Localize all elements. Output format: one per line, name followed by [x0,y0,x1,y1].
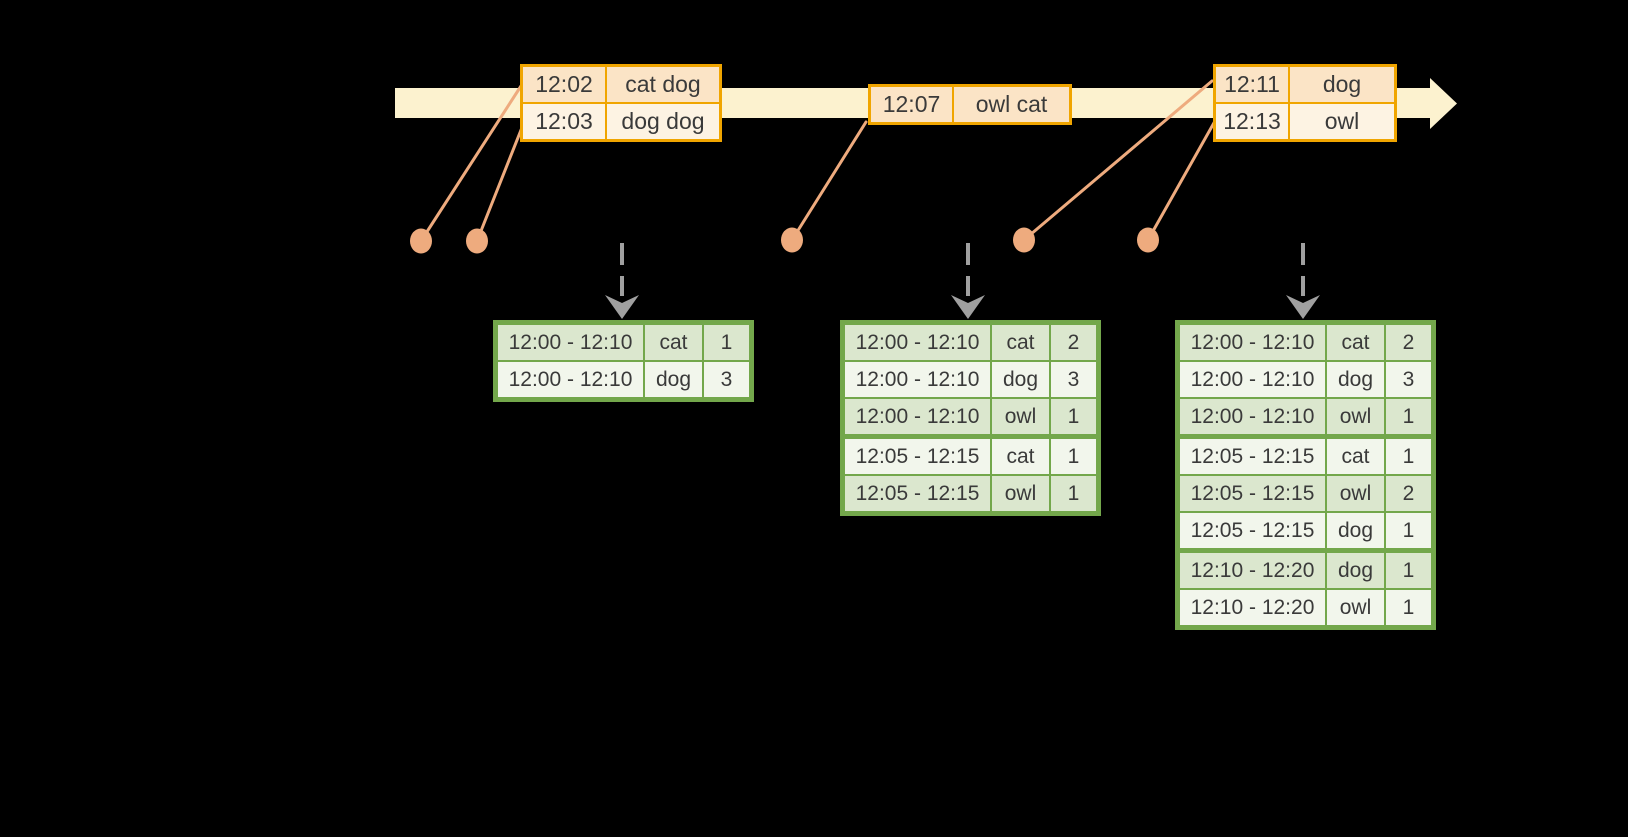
result-table-1: 12:00 - 12:10 cat 1 12:00 - 12:10 dog 3 [493,320,754,402]
word-cell: cat [990,439,1051,474]
result-table-2: 12:00 - 12:10 cat 2 12:00 - 12:10 dog 3 … [840,320,1101,516]
event-time: 12:13 [1216,104,1290,139]
trigger-arrowhead-icon [605,295,639,319]
word-cell: cat [1325,325,1386,360]
event-words: dog [1290,67,1394,102]
table-row: 12:05 - 12:15 dog 1 [1180,511,1431,548]
event-words: cat dog [607,67,719,102]
window-cell: 12:00 - 12:10 [845,325,990,360]
table-row: 12:10 - 12:20 owl 1 [1180,588,1431,625]
word-cell: cat [643,325,704,360]
event-row: 12:13 owl [1216,102,1394,139]
count-cell: 3 [704,362,749,397]
event-time: 12:11 [1216,67,1290,102]
table-row: 12:00 - 12:10 cat 2 [845,325,1096,360]
count-cell: 1 [1386,553,1431,588]
event-connector-line [1022,79,1214,242]
event-time: 12:07 [871,87,954,122]
table-row: 12:05 - 12:15 cat 1 [1180,434,1431,474]
count-cell: 1 [1051,476,1096,511]
count-cell: 2 [1051,325,1096,360]
trigger-arrowhead-icon [1286,295,1320,319]
table-row: 12:00 - 12:10 dog 3 [1180,360,1431,397]
table-row: 12:10 - 12:20 dog 1 [1180,548,1431,588]
trigger-arrow [1286,243,1320,319]
table-row: 12:05 - 12:15 owl 1 [845,474,1096,511]
window-cell: 12:10 - 12:20 [1180,590,1325,625]
event-row: 12:03 dog dog [523,102,719,139]
window-cell: 12:10 - 12:20 [1180,553,1325,588]
event-time: 12:02 [523,67,607,102]
event-connector-line [419,84,523,243]
trigger-arrow [951,243,985,319]
event-batch-box-2: 12:07 owl cat [868,84,1072,125]
table-row: 12:00 - 12:10 owl 1 [1180,397,1431,434]
window-cell: 12:00 - 12:10 [1180,362,1325,397]
trigger-arrow [605,243,639,319]
event-batch-box-1: 12:02 cat dog 12:03 dog dog [520,64,722,142]
word-cell: dog [1325,553,1386,588]
word-cell: owl [990,399,1051,434]
event-batch-box-3: 12:11 dog 12:13 owl [1213,64,1397,142]
window-cell: 12:00 - 12:10 [1180,325,1325,360]
window-cell: 12:00 - 12:10 [498,362,643,397]
count-cell: 3 [1386,362,1431,397]
event-words: owl cat [954,87,1069,122]
table-row: 12:00 - 12:10 dog 3 [845,360,1096,397]
window-cell: 12:00 - 12:10 [498,325,643,360]
table-row: 12:00 - 12:10 owl 1 [845,397,1096,434]
event-words: owl [1290,104,1394,139]
word-cell: dog [990,362,1051,397]
window-cell: 12:00 - 12:10 [1180,399,1325,434]
window-cell: 12:05 - 12:15 [845,439,990,474]
count-cell: 2 [1386,476,1431,511]
count-cell: 1 [1051,399,1096,434]
word-cell: dog [643,362,704,397]
event-connector-line [475,123,525,243]
word-cell: owl [1325,590,1386,625]
trigger-arrowhead-icon [951,295,985,319]
event-connector-line [790,120,868,242]
word-cell: cat [1325,439,1386,474]
count-cell: 1 [1051,439,1096,474]
count-cell: 1 [1386,513,1431,548]
event-row: 12:02 cat dog [523,67,719,102]
table-row: 12:00 - 12:10 cat 1 [498,325,749,360]
event-dot [1013,227,1035,253]
event-dot [1137,227,1159,253]
word-cell: owl [990,476,1051,511]
count-cell: 2 [1386,325,1431,360]
event-connector-line [1146,119,1217,242]
result-table-3: 12:00 - 12:10 cat 2 12:00 - 12:10 dog 3 … [1175,320,1436,630]
word-cell: dog [1325,362,1386,397]
window-cell: 12:05 - 12:15 [1180,513,1325,548]
event-row: 12:07 owl cat [871,87,1069,122]
event-dot [781,227,803,253]
table-row: 12:05 - 12:15 owl 2 [1180,474,1431,511]
table-row: 12:00 - 12:10 dog 3 [498,360,749,397]
window-cell: 12:05 - 12:15 [845,476,990,511]
count-cell: 1 [1386,399,1431,434]
event-row: 12:11 dog [1216,67,1394,102]
count-cell: 3 [1051,362,1096,397]
event-time: 12:03 [523,104,607,139]
window-cell: 12:05 - 12:15 [1180,476,1325,511]
count-cell: 1 [1386,590,1431,625]
window-cell: 12:00 - 12:10 [845,399,990,434]
window-cell: 12:05 - 12:15 [1180,439,1325,474]
event-dot [466,228,488,254]
count-cell: 1 [704,325,749,360]
count-cell: 1 [1386,439,1431,474]
word-cell: cat [990,325,1051,360]
word-cell: owl [1325,399,1386,434]
window-cell: 12:00 - 12:10 [845,362,990,397]
table-row: 12:00 - 12:10 cat 2 [1180,325,1431,360]
event-words: dog dog [607,104,719,139]
word-cell: dog [1325,513,1386,548]
timeline-arrowhead-icon [1430,78,1457,129]
word-cell: owl [1325,476,1386,511]
event-dot [410,228,432,254]
table-row: 12:05 - 12:15 cat 1 [845,434,1096,474]
